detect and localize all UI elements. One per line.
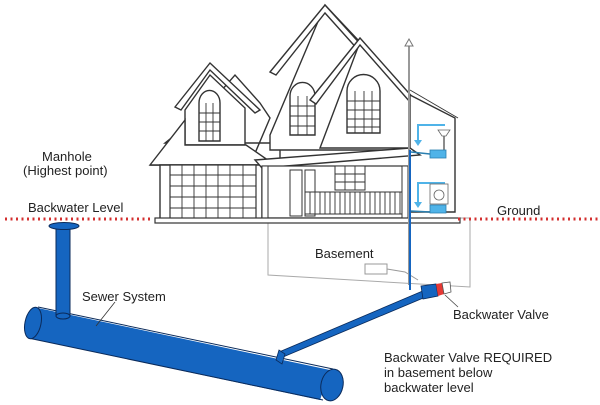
manhole-riser bbox=[48, 222, 80, 320]
basement-appliance-icon bbox=[364, 263, 419, 281]
sink-icon bbox=[410, 124, 451, 159]
backwater-valve-label: Backwater Valve bbox=[453, 307, 549, 322]
sewer-system-leader bbox=[95, 301, 116, 327]
ground-label: Ground bbox=[497, 203, 541, 218]
house-illustration bbox=[148, 3, 461, 224]
backwater-valve-icon bbox=[420, 281, 459, 308]
sewer-pipe bbox=[23, 306, 344, 402]
manhole-label: Manhole bbox=[42, 149, 92, 164]
vent-stack bbox=[404, 37, 414, 290]
sewer-system-label: Sewer System bbox=[82, 289, 166, 304]
basement-label: Basement bbox=[315, 246, 374, 261]
backwater-level-label: Backwater Level bbox=[28, 200, 124, 215]
note-line-3: backwater level bbox=[384, 380, 474, 395]
note-line-2: in basement below bbox=[384, 365, 493, 380]
note-line-1: Backwater Valve REQUIRED bbox=[384, 350, 553, 365]
manhole-sublabel: (Highest point) bbox=[23, 163, 108, 178]
washing-machine-icon bbox=[410, 182, 449, 214]
